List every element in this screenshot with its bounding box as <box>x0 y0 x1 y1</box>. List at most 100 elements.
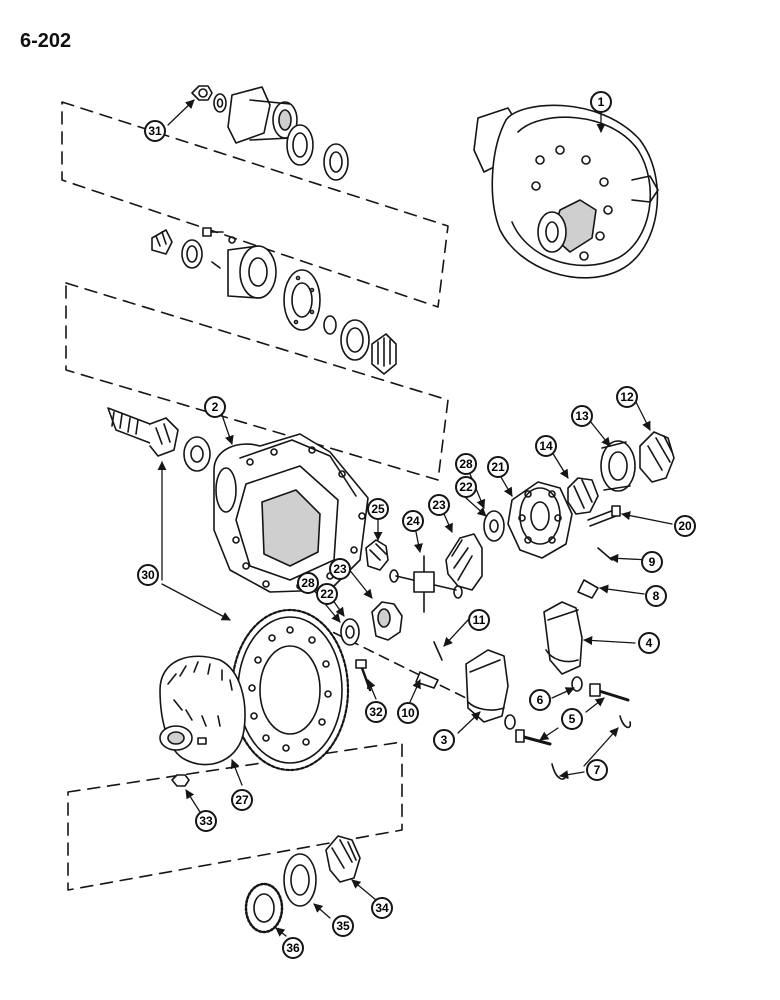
callout-32: 32 <box>365 701 387 723</box>
ring-gear <box>230 608 350 772</box>
callout-14: 14 <box>535 435 557 457</box>
yoke-flange <box>227 86 298 144</box>
callout-label: 13 <box>575 409 589 423</box>
callout-label: 31 <box>148 124 162 138</box>
lock-plate-10 <box>415 671 439 689</box>
bolt-upper <box>202 227 236 269</box>
callout-23-left: 23 <box>329 558 351 580</box>
callout-label: 22 <box>320 587 334 601</box>
callout-21: 21 <box>487 456 509 478</box>
dashed-group-middle <box>65 282 449 481</box>
shim-plate <box>283 269 321 331</box>
callout-label: 9 <box>649 555 656 569</box>
callout-label: 22 <box>459 480 473 494</box>
bearing-cone-12 <box>639 431 675 483</box>
callout-24: 24 <box>402 510 424 532</box>
differential-carrier <box>213 433 369 593</box>
callout-22-right: 22 <box>455 476 477 498</box>
callout-label: 21 <box>491 460 505 474</box>
callout-8: 8 <box>645 585 667 607</box>
spider-cross-24 <box>389 555 463 613</box>
callouts: 1 2 3 4 5 6 7 8 9 10 11 12 13 14 20 21 2… <box>137 91 696 959</box>
callout-label: 14 <box>539 439 553 453</box>
bearing-cup-13 <box>600 440 636 492</box>
callout-13: 13 <box>571 405 593 427</box>
callout-label: 6 <box>537 693 544 707</box>
callout-6: 6 <box>529 689 551 711</box>
callout-label: 7 <box>594 763 601 777</box>
callout-1: 1 <box>590 91 612 113</box>
cotter-pin-11 <box>433 641 443 661</box>
callout-28-left: 28 <box>297 572 319 594</box>
lock-plate-8 <box>577 579 599 599</box>
bearing-cap-3 <box>465 649 509 723</box>
callout-label: 2 <box>212 400 219 414</box>
callout-27: 27 <box>231 789 253 811</box>
callout-label: 28 <box>459 457 473 471</box>
callout-label: 3 <box>441 733 448 747</box>
callout-label: 1 <box>598 95 605 109</box>
callout-label: 5 <box>569 712 576 726</box>
page-number: 6-202 <box>20 30 72 52</box>
bearing-cone-14 <box>567 477 599 515</box>
lock-washer-6 <box>504 676 583 730</box>
callout-20: 20 <box>674 515 696 537</box>
bearing-cone-34 <box>325 835 361 883</box>
bolt-20 <box>587 505 621 527</box>
callout-11: 11 <box>468 609 490 631</box>
spacer-ring-upper <box>181 239 203 269</box>
callout-label: 8 <box>653 589 660 603</box>
callout-36: 36 <box>282 937 304 959</box>
callout-label: 4 <box>646 636 653 650</box>
callout-25: 25 <box>367 498 389 520</box>
callout-33: 33 <box>195 810 217 832</box>
nut-31 <box>191 85 213 101</box>
small-washer-middle <box>323 315 337 335</box>
callout-label: 24 <box>406 514 420 528</box>
callout-label: 25 <box>371 502 385 516</box>
side-gear-23-left <box>371 601 403 641</box>
bearing-cap-4 <box>543 601 583 675</box>
callout-28-right: 28 <box>455 453 477 475</box>
bearing-cup-middle <box>340 319 370 361</box>
callout-12: 12 <box>616 386 638 408</box>
callout-34: 34 <box>371 897 393 919</box>
thrust-washer-22-left <box>340 618 360 646</box>
callout-label: 35 <box>336 919 350 933</box>
side-gear-23-right <box>445 533 483 591</box>
bolt-32 <box>355 659 372 692</box>
callout-35: 35 <box>332 915 354 937</box>
adjuster-ring-36 <box>244 882 284 934</box>
callout-label: 33 <box>199 814 213 828</box>
callout-2: 2 <box>204 396 226 418</box>
axle-center-assembly <box>473 104 659 279</box>
callout-label: 10 <box>401 706 415 720</box>
callout-label: 11 <box>473 613 486 627</box>
callout-label: 12 <box>620 390 634 404</box>
pinion-gear-25 <box>365 539 389 571</box>
callout-label: 23 <box>333 562 347 576</box>
dashed-group-upper <box>61 101 449 308</box>
callout-label: 30 <box>141 568 155 582</box>
cap-bolt-5b <box>515 729 552 746</box>
bearing-cone-middle <box>371 333 397 375</box>
callout-label: 27 <box>235 793 249 807</box>
differential-case <box>159 655 246 766</box>
callout-23-right: 23 <box>428 494 450 516</box>
cap-bolt-5 <box>589 683 630 702</box>
callout-31: 31 <box>144 120 166 142</box>
bearing-ring-upper <box>286 124 314 166</box>
callout-22-left: 22 <box>316 583 338 605</box>
callout-label: 36 <box>286 941 300 955</box>
nut-33 <box>171 774 190 787</box>
callout-label: 23 <box>432 498 446 512</box>
callout-4: 4 <box>638 632 660 654</box>
bearing-cup-35 <box>283 853 317 907</box>
callout-30: 30 <box>137 564 159 586</box>
retainer-hub <box>227 245 277 299</box>
callout-label: 32 <box>369 705 383 719</box>
callout-10: 10 <box>397 702 419 724</box>
callout-label: 20 <box>678 519 692 533</box>
callout-label: 28 <box>301 576 315 590</box>
